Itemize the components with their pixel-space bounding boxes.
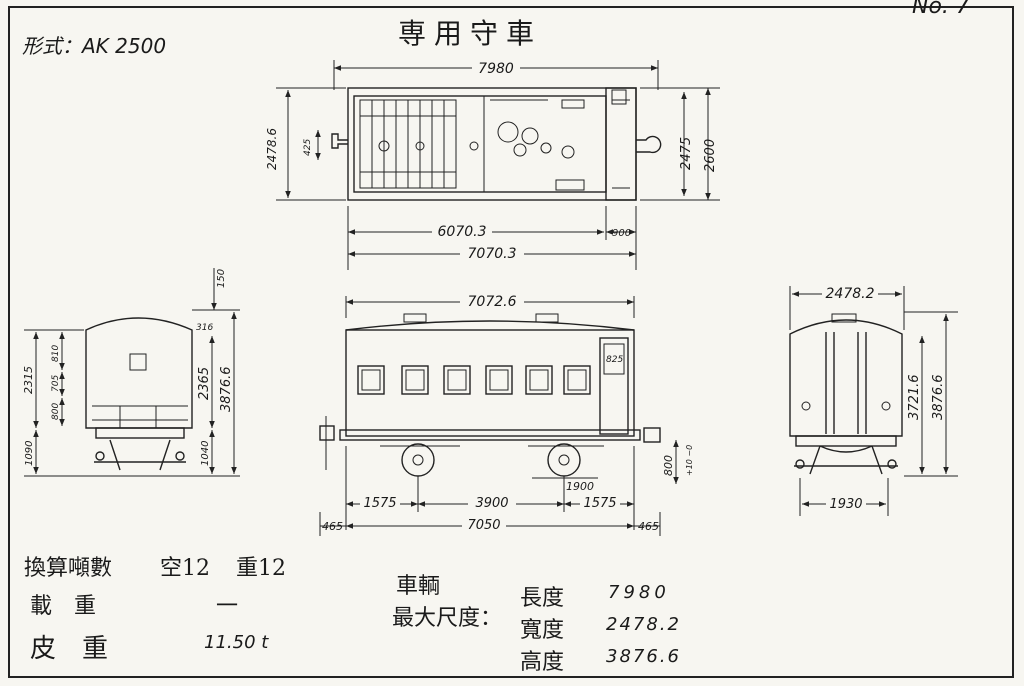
dim-side-wheel-note: 1900 bbox=[566, 480, 594, 493]
drawing-sheet-border bbox=[8, 6, 1014, 678]
plan-view: 7980 6070.3 900 7070.3 2478.6 425 2475 2… bbox=[265, 59, 720, 270]
dim-side-bogie-total: 7050 bbox=[467, 518, 500, 533]
spec-width-value: 2478.2 bbox=[606, 614, 681, 635]
dim-side-top: 7072.6 bbox=[468, 294, 517, 310]
spec-length-value: 7980 bbox=[608, 582, 670, 603]
sheet-number: No. 7 bbox=[912, 0, 970, 19]
spec-height-label: 高度 bbox=[520, 650, 565, 675]
dim-side-coupler-height: 800 bbox=[662, 455, 675, 476]
dim-end-b-1930: 1930 bbox=[829, 497, 862, 512]
dim-end-b-width: 2478.2 bbox=[826, 286, 875, 302]
dim-plan-deck: 900 bbox=[612, 228, 631, 239]
dim-end-a-810: 810 bbox=[51, 345, 61, 362]
dim-plan-width-right: 2600 bbox=[703, 139, 718, 172]
dim-plan-body: 6070.3 bbox=[438, 224, 487, 240]
spec-maxsize-label: 最大尺度： bbox=[392, 606, 503, 631]
dim-end-a-150: 150 bbox=[216, 269, 227, 288]
dim-plan-width-left: 2478.6 bbox=[265, 128, 279, 170]
dim-end-a-705: 705 bbox=[51, 375, 61, 392]
dim-plan-width-inner: 2475 bbox=[679, 137, 694, 170]
dim-side-overhang-left: 465 bbox=[322, 520, 343, 533]
spec-load-label: 載 重 bbox=[30, 594, 97, 619]
spec-load-value: 一 bbox=[216, 594, 239, 619]
spec-length-label: 長度 bbox=[520, 586, 565, 611]
spec-conversion-empty: 空12 bbox=[160, 556, 210, 581]
end-view-left: 2315 1090 810 705 800 150 316 2365 1040 … bbox=[22, 268, 240, 477]
spec-vehicle-label: 車輌 bbox=[396, 574, 441, 599]
spec-conversion-label: 換算噸數 bbox=[24, 556, 113, 581]
dim-end-a-1090: 1090 bbox=[24, 441, 35, 466]
dim-side-end-right: 1575 bbox=[583, 496, 616, 511]
dim-end-b-3721: 3721.6 bbox=[907, 375, 922, 421]
spec-conversion-loaded: 重12 bbox=[236, 556, 286, 581]
spec-height-value: 3876.6 bbox=[606, 646, 681, 667]
dim-end-a-1040: 1040 bbox=[200, 441, 211, 466]
end-view-right: 2478.2 3721.6 3876.6 1930 bbox=[789, 284, 958, 516]
dim-side-end-left: 1575 bbox=[363, 496, 396, 511]
side-elevation: 7072.6 825 800 +10 −0 1900 1575 bbox=[319, 292, 694, 536]
dim-end-b-3876: 3876.6 bbox=[931, 375, 946, 421]
dim-end-a-3876: 3876.6 bbox=[219, 367, 234, 413]
dim-side-coupler-tolerance: +10 −0 bbox=[685, 445, 694, 476]
dim-side-overhang-right: 465 bbox=[638, 520, 659, 533]
model-number: 形式：AK 2500 bbox=[22, 34, 167, 58]
dim-side-wheelbase: 3900 bbox=[475, 496, 508, 511]
spec-tare-label: 皮 重 bbox=[30, 634, 109, 664]
spec-width-label: 寬度 bbox=[520, 618, 565, 643]
dim-side-window: 825 bbox=[606, 355, 623, 365]
dim-plan-overall: 7980 bbox=[478, 61, 514, 77]
drawing-title: 専用守車 bbox=[398, 17, 543, 50]
dim-end-a-2365: 2365 bbox=[197, 367, 212, 400]
spec-tare-value: 11.50 t bbox=[204, 632, 269, 653]
dim-end-a-2315: 2315 bbox=[22, 366, 35, 394]
dim-end-a-800: 800 bbox=[51, 403, 61, 420]
dim-plan-frame: 7070.3 bbox=[468, 246, 517, 262]
dim-plan-small: 425 bbox=[303, 139, 313, 156]
dim-end-a-316: 316 bbox=[196, 323, 213, 333]
